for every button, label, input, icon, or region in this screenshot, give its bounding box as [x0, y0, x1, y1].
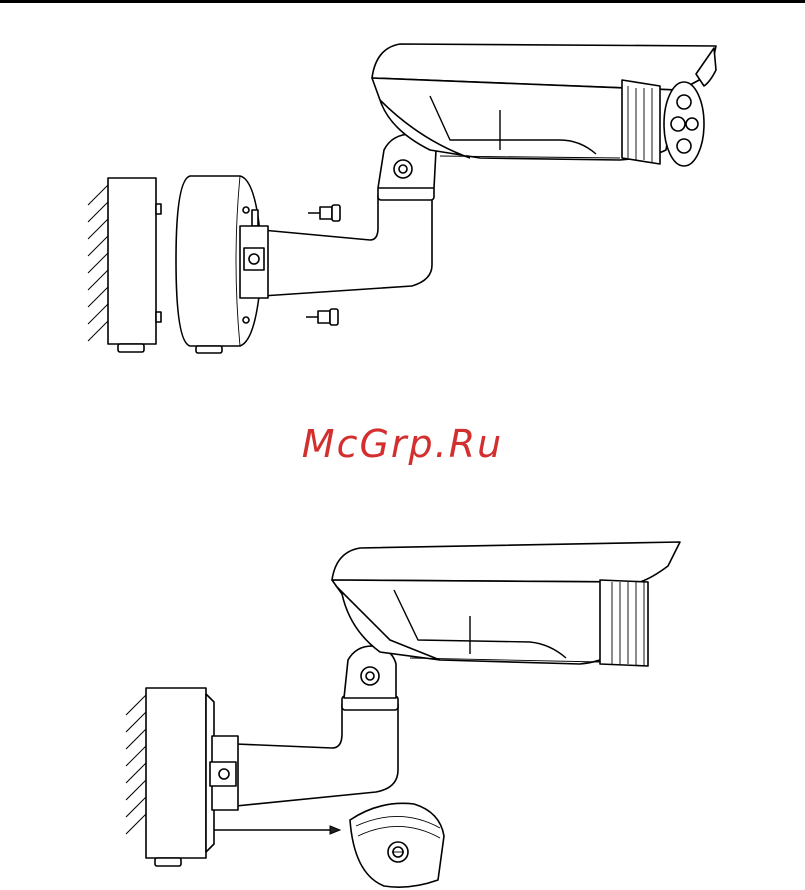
bracket-arm: [240, 186, 434, 298]
top-rule: [0, 0, 805, 3]
screw-upper: [308, 205, 340, 221]
figure-mounted: [0, 530, 805, 890]
watermark-text: McGrp.Ru: [0, 422, 805, 466]
bracket-arm: [210, 696, 398, 810]
figure-exploded-mount: [0, 30, 805, 370]
mounted-drawing: [0, 530, 805, 890]
detail-arrow: [214, 826, 340, 834]
junction-box: [146, 688, 214, 866]
exploded-mount-drawing: [0, 30, 805, 370]
screw-detail-callout: [350, 803, 444, 887]
junction-box-base: [108, 178, 161, 352]
camera-body: [332, 542, 680, 666]
wall-hatching: [88, 185, 108, 341]
wall-hatching: [126, 695, 146, 834]
screw-lower: [306, 309, 338, 325]
